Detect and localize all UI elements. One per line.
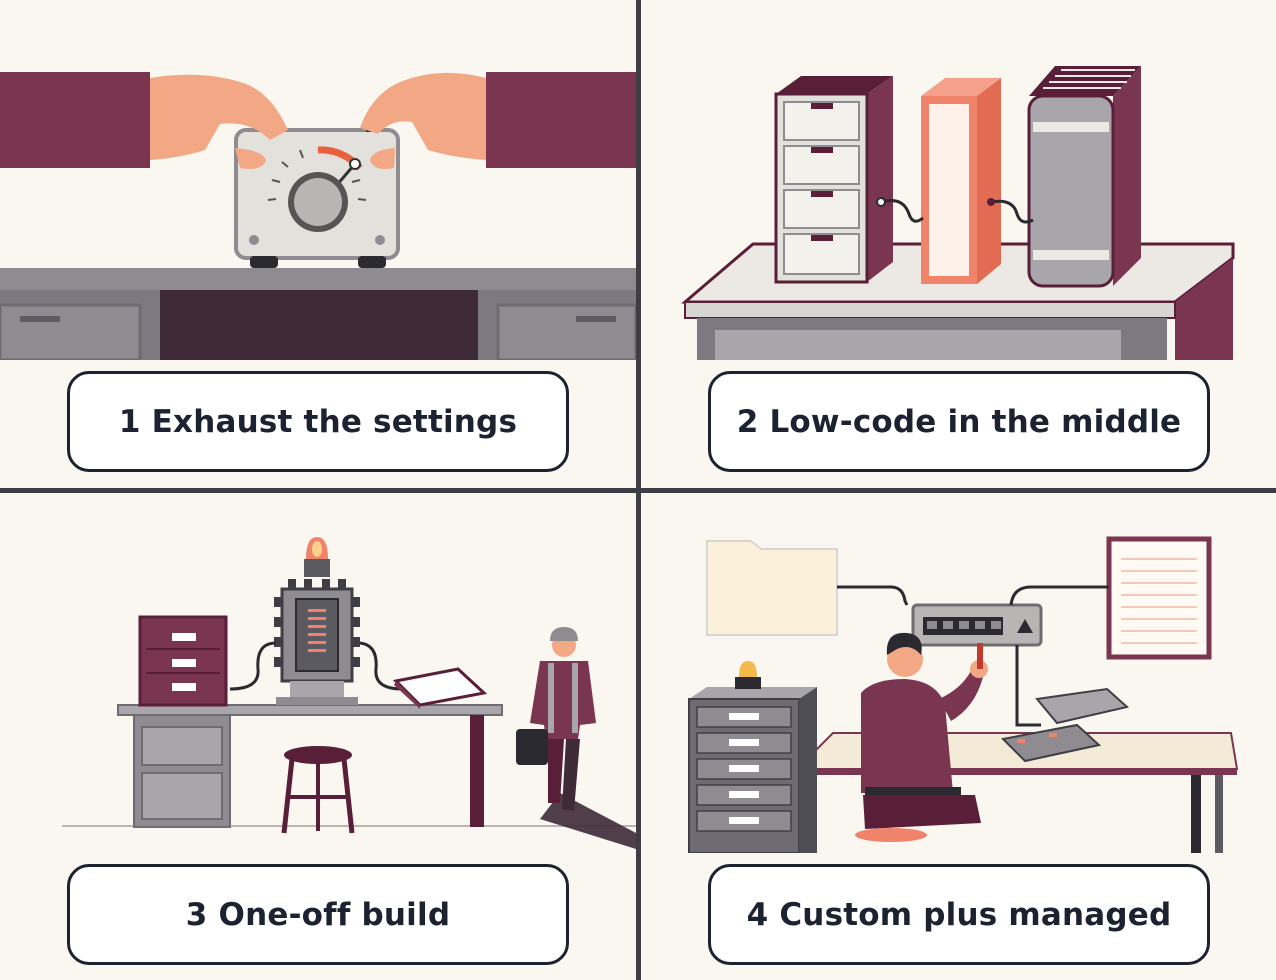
desk-top [0,268,636,290]
right-hand [360,72,486,160]
left-hand [150,74,288,160]
caption-box: 2 Low-code in the middle [708,371,1210,472]
panel-one-off-build: 3 One-off build [0,493,636,980]
illustration-connected-cabinets [680,66,1235,360]
illustration-custom-machine [62,537,636,849]
panel-low-code-middle: 2 Low-code in the middle [641,0,1276,488]
caption-box: 3 One-off build [67,864,569,965]
caption-text: 3 One-off build [185,896,451,933]
folder-icon [706,540,838,636]
desk-drawer-right [496,303,636,360]
caption-text: 1 Exhaust the settings [118,403,518,440]
alarm-beacon-icon [304,559,330,577]
left-sleeve [0,72,150,168]
caption-text: 4 Custom plus managed [746,896,1172,933]
desk-drawer-left [0,303,142,360]
toolbox-icon [1000,723,1102,763]
illustration-technician-network [688,536,1239,853]
stool [284,746,352,764]
caption-text: 2 Low-code in the middle [736,403,1182,440]
panel-custom-plus-managed: 4 Custom plus managed [641,493,1276,980]
caption-box: 1 Exhaust the settings [67,371,569,472]
status-light-icon [735,677,761,689]
desk-opening [160,290,478,360]
illustration-control-dial [0,72,636,360]
briefcase-icon [516,729,548,765]
stool [855,828,927,842]
notebook [392,667,488,707]
panel-exhaust-settings: 1 Exhaust the settings [0,0,636,488]
notepad-icon [1106,536,1212,660]
screwdriver-icon [977,643,983,669]
binder-book [1027,94,1115,288]
caption-box: 4 Custom plus managed [708,864,1210,965]
connector-cable [880,199,924,223]
technician [887,641,923,677]
right-sleeve [486,72,636,168]
